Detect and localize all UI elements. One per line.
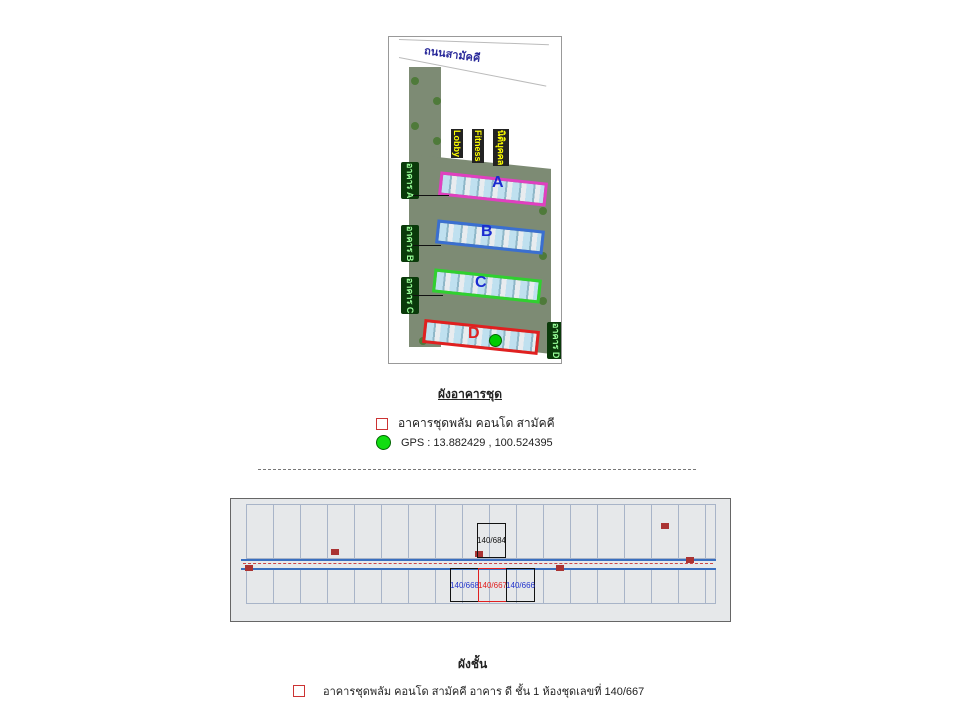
legend-building: อาคารชุดพลัม คอนโด สามัคคี — [376, 414, 555, 433]
building-a-letter: A — [492, 174, 504, 191]
green-circle-icon — [376, 435, 391, 450]
floor-plan-caption: ผังชั้น — [458, 657, 488, 671]
site-plan-caption: ผังอาคารชุด — [438, 387, 502, 401]
road-edge — [398, 39, 549, 46]
building-d-label: อาคาร D — [547, 322, 561, 360]
legend-unit: อาคารชุดพลัม คอนโด สามัคคี อาคาร ดี ชั้น… — [293, 682, 644, 700]
site-plan-image: ถนนสามัคคี A B C D Lobby Fitness นิติบุค… — [388, 36, 562, 364]
legend-unit-text: อาคารชุดพลัม คอนโด สามัคคี อาคาร ดี ชั้น… — [323, 686, 645, 698]
juristic-office-label: นิติบุคคล — [493, 129, 509, 167]
lobby-label: Lobby — [451, 129, 463, 158]
leader-line — [413, 295, 443, 296]
building-c-letter: C — [475, 274, 487, 291]
fitness-label: Fitness — [472, 129, 484, 163]
legend-gps: GPS : 13.882429 , 100.524395 — [376, 435, 553, 450]
building-b-label: อาคาร B — [401, 225, 419, 263]
building-b-letter: B — [481, 223, 493, 240]
building-d-letter: D — [468, 325, 480, 342]
building-a-label: อาคาร A — [401, 162, 419, 200]
unit-140-684: 140/684 — [477, 523, 506, 558]
red-square-icon — [293, 685, 305, 697]
leader-line — [413, 195, 449, 196]
upper-unit-row — [246, 504, 716, 559]
corridor-centerline — [243, 563, 713, 564]
floor-plan-image: 140/684 140/668 140/667 140/666 — [230, 498, 731, 622]
unit-140-667-target: 140/667 — [478, 568, 507, 602]
unit-140-668: 140/668 — [450, 568, 479, 602]
red-square-icon — [376, 417, 388, 430]
section-divider — [258, 469, 696, 470]
legend-gps-text: GPS : 13.882429 , 100.524395 — [401, 436, 553, 449]
legend-building-text: อาคารชุดพลัม คอนโด สามัคคี — [398, 416, 555, 430]
building-c-label: อาคาร C — [401, 277, 419, 315]
unit-140-666: 140/666 — [506, 568, 535, 602]
leader-line — [413, 245, 441, 246]
gps-marker-icon — [489, 334, 502, 347]
